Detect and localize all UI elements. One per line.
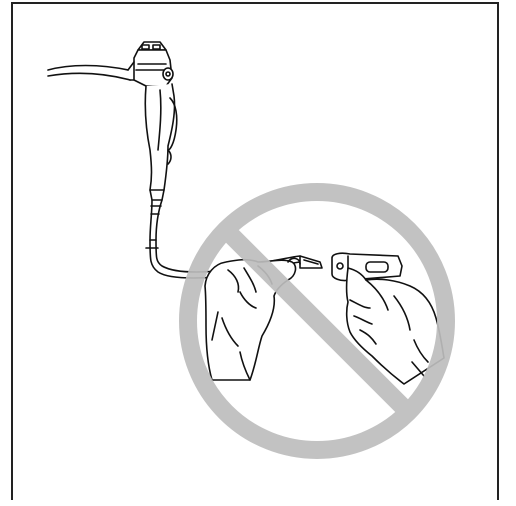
left-hand-icon <box>205 258 300 380</box>
endoscope-icon <box>48 42 322 278</box>
cap-icon <box>332 253 402 280</box>
universal-cord <box>48 66 128 71</box>
